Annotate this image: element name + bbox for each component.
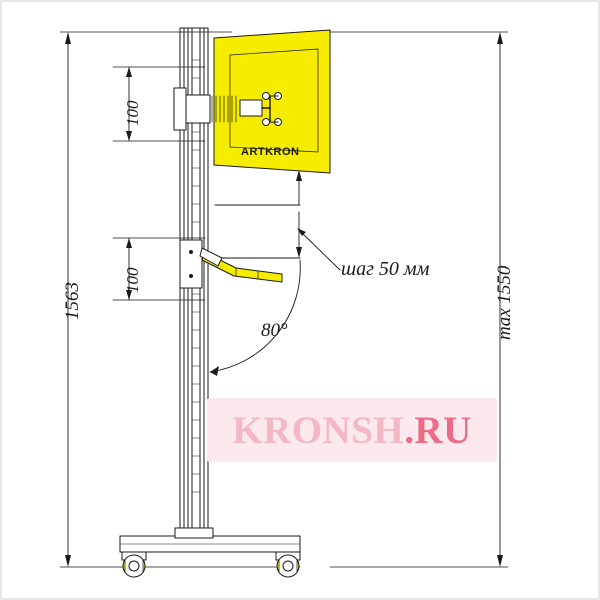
pitch-leader bbox=[297, 228, 341, 271]
top-mount-bracket bbox=[173, 87, 282, 131]
dimension-step-top: 100 bbox=[123, 100, 142, 127]
brand-label-artkron: ARTKRON bbox=[241, 146, 300, 158]
extension-lines bbox=[59, 31, 509, 568]
watermark-kronsh-ru: KRONSH.RU bbox=[207, 398, 497, 462]
dimension-lines bbox=[65, 32, 503, 567]
watermark-domain: .RU bbox=[404, 408, 472, 452]
annotation-pitch-note: шаг 50 мм bbox=[341, 258, 430, 280]
casters bbox=[121, 551, 301, 578]
tv-screen bbox=[213, 29, 331, 174]
dimension-overall-height-left: 1563 bbox=[62, 282, 83, 320]
dimension-overall-height-right: max 1550 bbox=[494, 265, 515, 340]
tilt-angle-arc bbox=[209, 259, 301, 376]
lower-tilt-arm bbox=[179, 239, 283, 289]
watermark-name: KRONSH bbox=[232, 408, 405, 452]
base-frame bbox=[119, 527, 301, 553]
annotation-tilt-angle: 80° bbox=[261, 320, 288, 341]
dimension-step-bottom: 100 bbox=[123, 267, 142, 294]
